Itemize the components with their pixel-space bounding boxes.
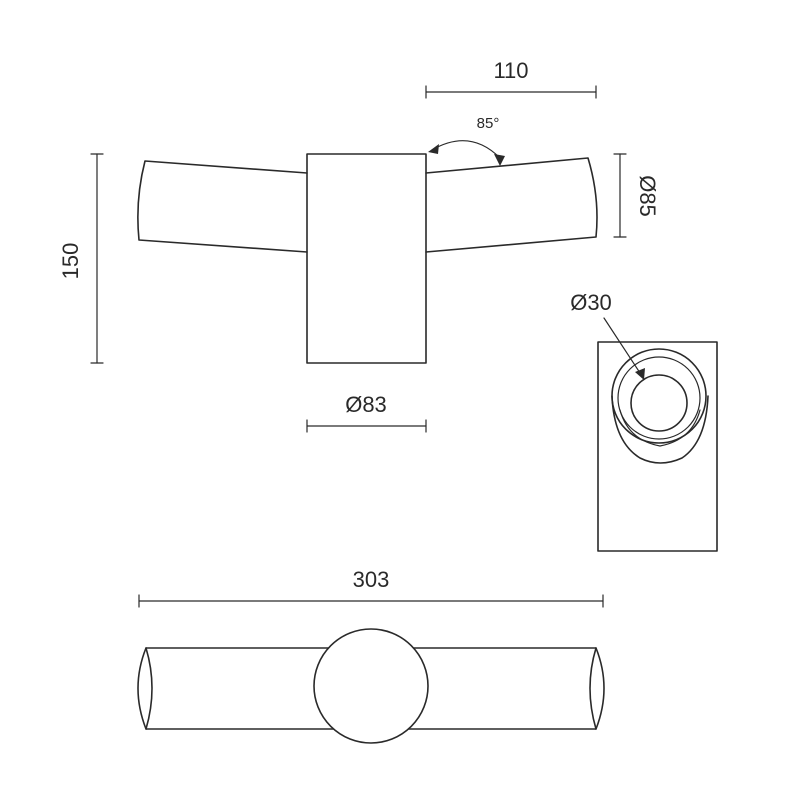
outer-ring-inner bbox=[617, 356, 701, 440]
height-dimension: 150 bbox=[58, 153, 104, 364]
body-diameter-dimension: Ø83 bbox=[306, 392, 427, 433]
outer-ring bbox=[611, 348, 707, 444]
right-arm bbox=[425, 157, 598, 253]
height-label: 150 bbox=[58, 243, 83, 280]
angle-arrow-icon bbox=[494, 154, 505, 166]
hole-arrow-icon bbox=[635, 368, 645, 380]
side-tube-profile bbox=[611, 395, 709, 464]
angle-arc bbox=[431, 140, 501, 159]
angle-arrow-start-icon bbox=[428, 144, 439, 154]
top-width-dimension: 110 bbox=[425, 58, 597, 99]
hole-diameter-label: Ø30 bbox=[570, 290, 612, 315]
total-width-dimension: 303 bbox=[138, 567, 604, 608]
side-view: Ø30 bbox=[570, 290, 718, 552]
central-disc bbox=[313, 628, 429, 744]
left-end-cap bbox=[145, 647, 153, 730]
total-width-label: 303 bbox=[353, 567, 390, 592]
side-body bbox=[597, 341, 718, 552]
left-arm bbox=[137, 160, 308, 253]
angle-label: 85° bbox=[477, 115, 500, 132]
central-body bbox=[306, 153, 427, 364]
hole-leader bbox=[603, 317, 643, 377]
body-diameter-label: Ø83 bbox=[345, 392, 387, 417]
right-end-cap bbox=[589, 647, 597, 730]
top-width-label: 110 bbox=[493, 58, 528, 83]
arm-diameter-label: Ø85 bbox=[635, 175, 660, 217]
hole bbox=[630, 374, 688, 432]
front-view bbox=[137, 153, 598, 364]
angle-indicator: 85° bbox=[428, 115, 505, 166]
arm-diameter-dimension: Ø85 bbox=[613, 153, 660, 238]
top-view bbox=[137, 628, 605, 744]
side-tube-inner-profile bbox=[619, 409, 701, 447]
